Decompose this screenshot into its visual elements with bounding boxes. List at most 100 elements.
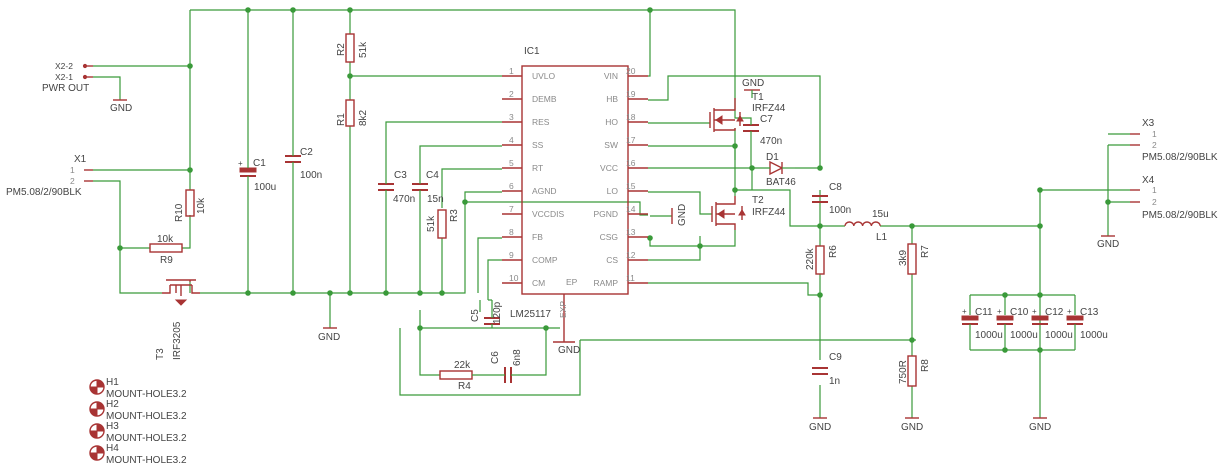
capacitor-c10: + C10 1000u <box>996 295 1038 350</box>
c8-ref: C8 <box>829 182 842 193</box>
c3-value: 470n <box>393 194 415 205</box>
mosfet-t1: T1 IRFZ44 <box>709 92 786 132</box>
c12-value: 1000u <box>1045 330 1073 341</box>
mount-hole-h2: H2 MOUNT-HOLE3.2 <box>89 399 187 422</box>
capacitor-c13: + C13 1000u <box>1066 295 1108 350</box>
c4-value: 15n <box>427 194 444 205</box>
ic1-pin-name: HB <box>606 94 618 104</box>
ic1-pin-name: VCCDIS <box>532 209 564 219</box>
ic1-exp-label: EXP <box>558 301 568 318</box>
ic1-ref: IC1 <box>524 46 540 57</box>
resistor-r2: R2 51k <box>336 33 369 63</box>
t2-ref: T2 <box>752 195 764 206</box>
r2-value: 51k <box>358 41 369 58</box>
ground-symbols: GND GND GND GND GND GND GND GND GND <box>110 78 1119 433</box>
svg-text:+: + <box>238 159 243 168</box>
resistor-r10: R10 10k <box>174 189 207 222</box>
l1-ref: L1 <box>876 232 888 243</box>
ic1-pin-name: HO <box>605 117 618 127</box>
h3-ref: H3 <box>106 421 119 432</box>
mount-hole-h3: H3 MOUNT-HOLE3.2 <box>89 421 187 444</box>
resistor-r8: 750R R8 <box>898 355 931 387</box>
x3-value: PM5.08/2/90BLK <box>1142 152 1218 163</box>
svg-text:+: + <box>962 307 967 316</box>
resistor-r7: 3k9 R7 <box>898 243 931 275</box>
gnd-label-t1: GND <box>742 78 764 89</box>
c7-ref: C7 <box>760 114 773 125</box>
r6-value: 220k <box>805 247 816 270</box>
x4-pin2: 2 <box>1152 197 1157 207</box>
ic1-pin-number: 10 <box>509 273 519 283</box>
t2-value: IRFZ44 <box>752 207 786 218</box>
r7-ref: R7 <box>920 245 931 258</box>
ic1-pin-name: PGND <box>593 209 618 219</box>
mosfet-t2: T2 IRFZ44 <box>711 195 786 230</box>
r4-value: 22k <box>454 360 471 371</box>
gnd-label-c9: GND <box>809 422 831 433</box>
ic1-pin-number: 8 <box>509 227 514 237</box>
r1-ref: R1 <box>336 113 347 126</box>
ic1-pin-name: CM <box>532 278 545 288</box>
gnd-label-main: GND <box>318 332 340 343</box>
r1-value: 8k2 <box>358 109 369 126</box>
t1-ref: T1 <box>752 92 764 103</box>
ic1-pin-number: 20 <box>626 66 636 76</box>
mount-hole-h4: H4 MOUNT-HOLE3.2 <box>89 443 187 466</box>
ic1-pin-name: RES <box>532 117 550 127</box>
capacitor-c9: C9 1n <box>812 352 842 387</box>
ic1-value: LM25117 <box>510 309 551 320</box>
r3-value: 51k <box>426 215 437 232</box>
ic1-pin-name: CSG <box>600 232 618 242</box>
capacitor-c7: C7 470n <box>734 110 782 168</box>
ic1-pin-number: 18 <box>626 112 636 122</box>
inductor-l1: 15u L1 <box>844 209 889 243</box>
h3-value: MOUNT-HOLE3.2 <box>106 433 187 444</box>
c9-value: 1n <box>829 376 840 387</box>
connector-x2: X2-2 X2-1 PWR OUT <box>42 61 93 94</box>
c8-value: 100n <box>829 205 851 216</box>
gnd-label-x4: GND <box>1097 239 1119 250</box>
capacitor-c1: + C1 100u <box>238 158 276 193</box>
ic1-pin-name: RT <box>532 163 543 173</box>
ic1-pin-name: LO <box>607 186 619 196</box>
capacitor-c5: C5 120p <box>470 299 503 328</box>
l1-value: 15u <box>872 209 889 220</box>
x1-value: PM5.08/2/90BLK <box>6 187 82 198</box>
c11-value: 1000u <box>975 330 1003 341</box>
ic1-pin-number: 4 <box>509 135 514 145</box>
x2-pin2-label: X2-2 <box>55 61 73 71</box>
ic1-pin-number: 7 <box>509 204 514 214</box>
ic1-pin-name: SS <box>532 140 544 150</box>
capacitor-c6: C6 6n8 <box>490 349 523 383</box>
h2-ref: H2 <box>106 399 119 410</box>
capacitor-c12: + C12 1000u <box>1031 307 1073 341</box>
c7-value: 470n <box>760 136 782 147</box>
diode-d1: D1 BAT46 <box>750 152 796 188</box>
connector-x4: X4 1 2 PM5.08/2/90BLK <box>1130 175 1218 221</box>
ic1-pin-number: 6 <box>509 181 514 191</box>
ic1-pin-number: 12 <box>626 250 636 260</box>
resistor-r9: 10k R9 <box>149 234 183 266</box>
x4-value: PM5.08/2/90BLK <box>1142 210 1218 221</box>
resistor-r4: 22k R4 <box>439 360 502 392</box>
resistor-r6: 220k R6 <box>805 245 839 275</box>
capacitor-c8: C8 100n <box>812 182 851 216</box>
r9-value: 10k <box>157 234 174 245</box>
ic1-pin-number: 5 <box>509 158 514 168</box>
c5-ref: C5 <box>470 309 481 322</box>
c10-value: 1000u <box>1010 330 1038 341</box>
r2-ref: R2 <box>336 43 347 56</box>
ic1-pin-number: 16 <box>626 158 636 168</box>
c12-ref: C12 <box>1045 307 1064 318</box>
c1-ref: C1 <box>253 158 266 169</box>
svg-text:+: + <box>1032 307 1037 316</box>
ic1-pin-name: SW <box>604 140 618 150</box>
c6-ref: C6 <box>490 351 501 364</box>
mount-holes: H1 MOUNT-HOLE3.2 H2 MOUNT-HOLE3.2 H3 MOU… <box>89 377 187 466</box>
c1-value: 100u <box>254 182 276 193</box>
ic1-pin-name: DEMB <box>532 94 557 104</box>
connector-x1: X1 1 2 PM5.08/2/90BLK <box>6 154 93 198</box>
c13-value: 1000u <box>1080 330 1108 341</box>
gnd-label-exp: GND <box>558 345 580 356</box>
x3-ref: X3 <box>1142 118 1155 129</box>
